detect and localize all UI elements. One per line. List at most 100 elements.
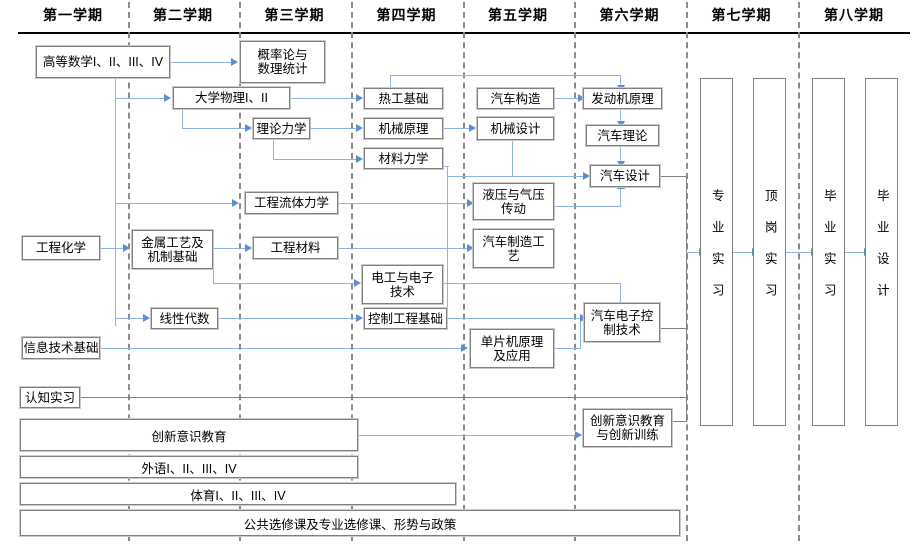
gray-from-autodesign — [660, 176, 687, 177]
arrowhead-autodesign-left — [583, 172, 590, 180]
arrowhead-autoelec-left — [580, 314, 587, 322]
arrowhead-matmech — [356, 155, 363, 163]
practicum-zhuanye-label: 专业实习 — [709, 189, 724, 315]
link-theory-to-design — [620, 145, 621, 162]
arrowhead-mechdes — [469, 124, 476, 132]
practicum-biyeshixi-label: 毕业实习 — [821, 189, 836, 315]
course-xianxingdaishu[interactable]: 线性代数 — [151, 308, 218, 329]
link-innov-to-innovtrain — [358, 435, 576, 436]
course-qichegouzao[interactable]: 汽车构造 — [477, 88, 554, 109]
link-dinggang-to-biyeshixi — [786, 252, 812, 253]
arrowhead-engine — [578, 94, 585, 102]
course-qicheLilun[interactable]: 汽车理论 — [586, 125, 659, 146]
column-divider-7 — [798, 2, 800, 541]
course-danpianji[interactable]: 单片机原理 及应用 — [470, 329, 554, 368]
course-chuangxinjiaoyu[interactable]: 创新意识教育 — [20, 419, 358, 451]
course-xuanxiuke[interactable]: 公共选修课及专业选修课、形势与政策 — [20, 510, 680, 536]
arrowhead-mcu — [461, 344, 468, 352]
link-control-to-autoelec — [447, 318, 581, 319]
arrowhead-metal — [123, 244, 130, 252]
link-mechdes-to-autodesign — [447, 176, 584, 177]
link-physics-to-thermal — [290, 98, 357, 99]
link-math-to-algebra — [115, 318, 144, 319]
course-jixieyuanli[interactable]: 机械原理 — [364, 118, 443, 139]
course-diangongdianzi[interactable]: 电工与电子 技术 — [362, 265, 443, 304]
arrowhead-autotheory — [617, 121, 625, 128]
arrowhead-material — [245, 244, 252, 252]
bus-mechdes-down — [512, 140, 513, 176]
column-divider-4 — [463, 2, 465, 541]
link-fluid-to-hydraulic — [338, 203, 468, 204]
course-chuangxinxunlian[interactable]: 创新意识教育 与创新训练 — [583, 409, 672, 447]
bus-to-engine-down — [620, 75, 621, 86]
bus-mcu-up — [580, 318, 581, 349]
course-renzhishixi[interactable]: 认知实习 — [20, 387, 80, 408]
course-gongchenghuaxue[interactable]: 工程化学 — [22, 236, 100, 260]
arrowhead-prob — [231, 58, 238, 66]
link-chem-to-metal — [100, 248, 124, 249]
arrowhead-innovtrain — [575, 431, 582, 439]
semester-header-4: 第四学期 — [376, 7, 437, 23]
column-divider-6 — [686, 2, 688, 541]
arrowhead-autodesign-top — [617, 161, 625, 168]
column-divider-3 — [351, 2, 353, 541]
link-autostruct-to-engine — [554, 98, 579, 99]
course-daxuewuli[interactable]: 大学物理I、II — [173, 87, 290, 109]
gray-bus-vertical — [686, 176, 687, 422]
link-elec-right — [443, 283, 620, 284]
course-waiyu[interactable]: 外语I、II、III、IV — [20, 456, 358, 478]
practicum-dinggang[interactable]: 顶岗实习 — [753, 78, 786, 426]
link-zhuanye-to-dinggang — [733, 252, 753, 253]
link-bus-to-zhuanye — [686, 252, 700, 253]
column-divider-1 — [128, 2, 130, 541]
link-biyeshixi-to-biyesheji — [845, 252, 865, 253]
course-gaodengshuxue[interactable]: 高等数学I、II、III、IV — [36, 46, 170, 78]
practicum-zhuanye[interactable]: 专业实习 — [700, 78, 733, 426]
arrowhead-fluid — [232, 199, 239, 207]
course-regongjichu[interactable]: 热工基础 — [364, 88, 443, 109]
link-mechprin-to-mechdes — [443, 128, 470, 129]
course-qichezhizao[interactable]: 汽车制造工 艺 — [473, 229, 554, 268]
semester-header-3: 第三学期 — [264, 7, 325, 23]
link-mcu-to-autoelec — [554, 348, 581, 349]
link-it-to-mcu — [100, 348, 462, 349]
link-hydraulic-to-design — [554, 206, 620, 207]
link-metal-to-material — [213, 248, 246, 249]
course-lilunlixue[interactable]: 理论力学 — [253, 118, 310, 139]
link-matmech-right — [443, 166, 449, 167]
course-yeyayuqiya[interactable]: 液压与气压 传动 — [473, 183, 554, 220]
link-engine-to-theory — [620, 110, 621, 122]
link-theormech-to-matmech — [273, 159, 357, 160]
bus-theormech-vertical — [273, 139, 274, 159]
course-gailvlun[interactable]: 概率论与 数理统计 — [240, 41, 325, 83]
arrowhead-mechprin — [356, 124, 363, 132]
column-divider-5 — [574, 2, 576, 541]
course-kongzhigongcheng[interactable]: 控制工程基础 — [364, 308, 447, 329]
course-jixieSheji[interactable]: 机械设计 — [477, 117, 554, 140]
link-theormech-to-mechprin — [310, 128, 357, 129]
link-metal-to-elec — [213, 283, 355, 284]
course-qichedianzi[interactable]: 汽车电子控 制技术 — [584, 303, 660, 342]
link-thermalbus-top — [390, 75, 621, 76]
bus-matmech-vertical — [447, 166, 448, 310]
link-math-to-fluid — [115, 203, 233, 204]
bus-hydraulic-up — [620, 188, 621, 207]
arrowhead-control — [356, 314, 363, 322]
arrowhead-hydraulic — [467, 199, 474, 207]
practicum-biyeshixi[interactable]: 毕业实习 — [812, 78, 845, 426]
practicum-biyesheji[interactable]: 毕业设计 — [865, 78, 898, 426]
course-gongchengcailiao[interactable]: 工程材料 — [253, 237, 338, 259]
course-jinshugongyi[interactable]: 金属工艺及 机制基础 — [132, 230, 213, 269]
course-cailiaolixue[interactable]: 材料力学 — [364, 148, 443, 169]
gray-from-cognition — [80, 397, 687, 398]
course-fadongjiyuanli[interactable]: 发动机原理 — [583, 88, 662, 109]
arrowhead-algebra — [143, 314, 150, 322]
bus-physics-vertical — [182, 108, 183, 128]
gray-from-innovtrain — [660, 421, 687, 422]
course-xinxijishu[interactable]: 信息技术基础 — [22, 337, 100, 359]
link-material-to-manuf — [338, 248, 468, 249]
course-tiyu[interactable]: 体育I、II、III、IV — [20, 483, 456, 505]
course-qicheSheji[interactable]: 汽车设计 — [590, 165, 660, 187]
course-gongchengliuti[interactable]: 工程流体力学 — [245, 192, 338, 214]
